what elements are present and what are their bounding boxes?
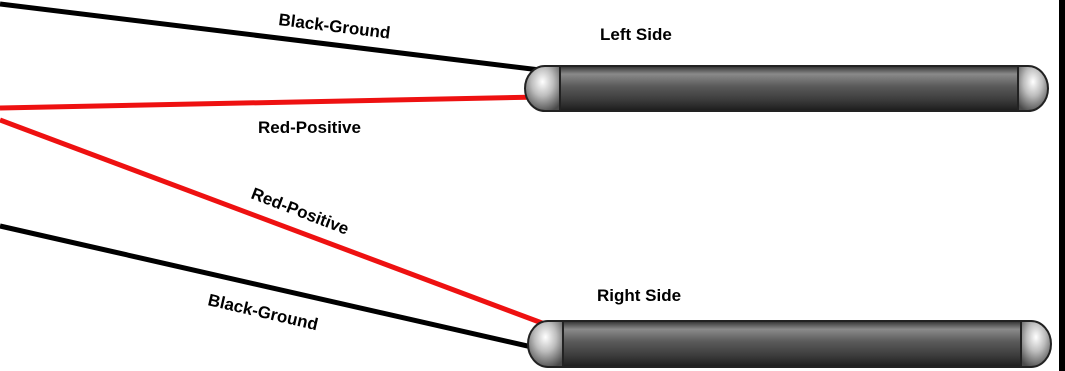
wire-mid-red — [0, 117, 551, 329]
wire-bottom-black — [0, 223, 546, 353]
tube-left-side — [524, 65, 1049, 112]
right-border — [1059, 0, 1065, 371]
label-right-side: Right Side — [597, 286, 681, 305]
tube-right-side — [527, 320, 1052, 368]
label-left-side: Left Side — [600, 25, 672, 44]
wire-top-red — [0, 94, 541, 111]
wire-top-black — [0, 1, 541, 73]
label-top-red-positive: Red-Positive — [258, 118, 361, 137]
